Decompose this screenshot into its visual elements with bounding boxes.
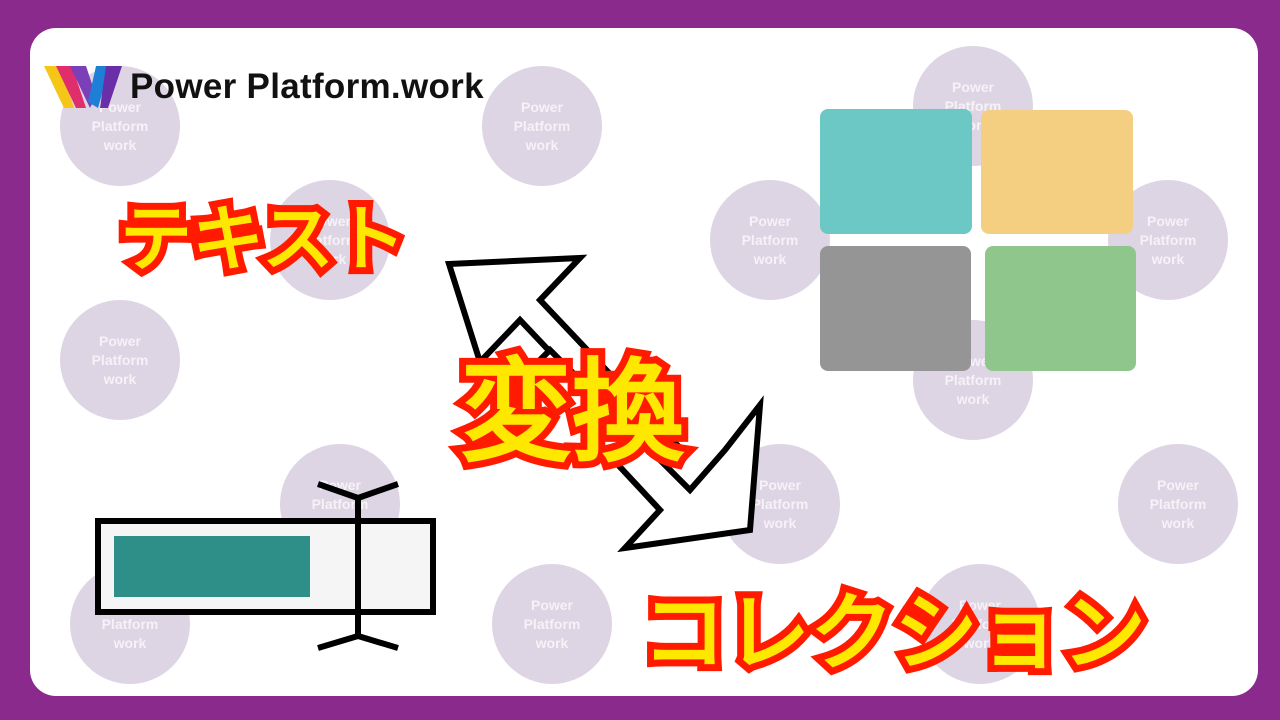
watermark-circle: Power Platform work: [270, 180, 390, 300]
watermark-circle: Power Platform work: [710, 180, 830, 300]
text-label: テキスト: [113, 190, 413, 288]
convert-label: 変換: [453, 341, 691, 485]
watermark-circle: Power Platform work: [920, 564, 1040, 684]
tile-teal: [820, 109, 972, 234]
watermark-circle: Power Platform work: [1108, 180, 1228, 300]
tile-gray: [820, 246, 971, 371]
watermark-circle: Power Platform work: [1118, 444, 1238, 564]
logo-icon: [44, 66, 122, 108]
brand-name: Power Platform.work: [130, 67, 484, 106]
watermark-circle: Power Platform work: [60, 300, 180, 420]
tile-green: [985, 246, 1136, 371]
brand: Power Platform.work: [44, 62, 484, 112]
watermark-circle: Power Platform work: [482, 66, 602, 186]
tile-yellow: [981, 110, 1133, 234]
collection-label: コレクション: [635, 577, 1153, 689]
watermark-circle: Power Platform work: [492, 564, 612, 684]
text-input-icon: [95, 481, 436, 651]
double-arrow-icon: [444, 254, 764, 553]
